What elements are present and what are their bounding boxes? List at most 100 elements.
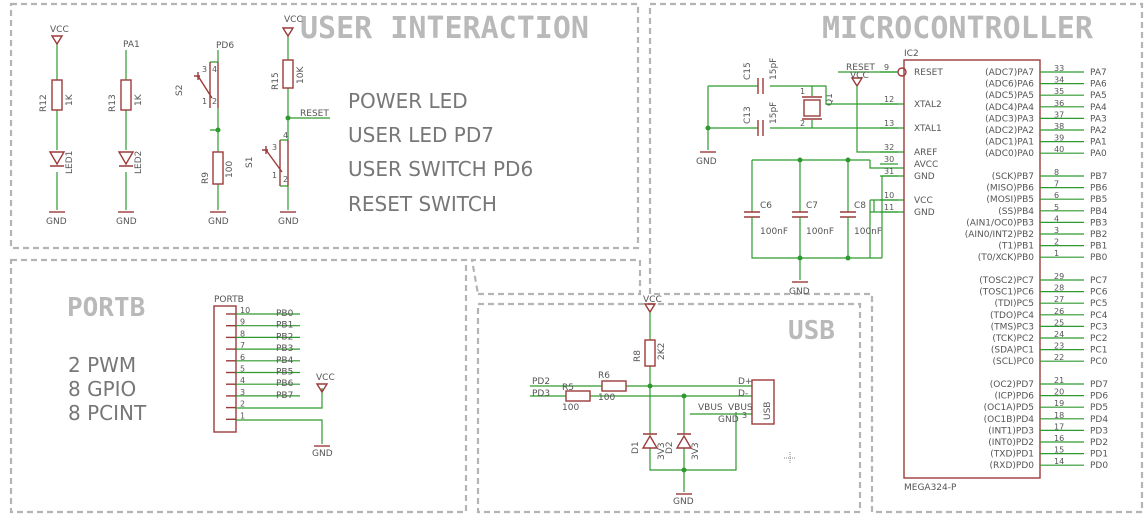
c6-value: 100nF — [760, 227, 788, 237]
d1-label: D1 — [631, 441, 641, 454]
mcu-right-pin-net: PD5 — [1090, 403, 1108, 413]
resistor-r6 — [601, 380, 627, 392]
c15-value: 15pF — [769, 58, 779, 80]
d2-label: D2 — [665, 441, 675, 454]
mcu-right-pin-label: (T0/XCK)PB0 — [978, 253, 1035, 263]
portb-notes: 2 PWM 8 GPIO 8 PCINT — [68, 353, 147, 425]
mcu-left-pin-label: VCC — [914, 196, 933, 206]
mcu-right-pin-number: 20 — [1054, 388, 1064, 397]
mcu-left-pin-label: XTAL2 — [914, 100, 942, 110]
mcu-right-pin-number: 34 — [1054, 76, 1064, 85]
portb-pin-number: 8 — [240, 329, 245, 338]
mcu-right-pin-number: 14 — [1054, 457, 1064, 466]
mcu-right-pin-label: (ADC0)PA0 — [985, 149, 1034, 159]
resistor-r12 — [51, 79, 63, 111]
mcu-right-pin-label: (SCK)PB7 — [992, 172, 1034, 182]
mcu-right-pin-number: 4 — [1054, 214, 1059, 223]
mcu-right-pin-label: (OC2)PD7 — [990, 380, 1034, 390]
mcu-right-pin-label: (ADC1)PA1 — [985, 138, 1034, 148]
portb-pin-number: 5 — [240, 365, 245, 374]
s2-pin4: 4 — [212, 65, 217, 74]
note-power-led: POWER LED — [348, 89, 468, 113]
mcu-right-pin-label: (ADC7)PA7 — [985, 68, 1034, 78]
q1-label: Q1 — [825, 93, 835, 106]
resistor-r9 — [212, 151, 224, 185]
portb-pin-number: 3 — [240, 388, 245, 397]
r9-value: 100 — [225, 161, 235, 178]
pd6-label: PD6 — [216, 41, 234, 51]
mcu-right-pin-number: 35 — [1054, 87, 1064, 96]
mcu-right-pin-net: PB2 — [1090, 230, 1107, 240]
mcu-right-pin-label: (MISO)PB6 — [986, 184, 1034, 194]
resistor-r8 — [644, 339, 656, 367]
r15-label: R15 — [271, 72, 281, 90]
mcu-right-pin-net: PD7 — [1090, 380, 1108, 390]
mcu-left-pin-number: 31 — [884, 167, 894, 176]
mcu-right-pin-net: PA2 — [1090, 126, 1107, 136]
c7-value: 100nF — [806, 227, 834, 237]
resistor-r5 — [565, 390, 591, 402]
portb-frame — [9, 258, 468, 514]
mcu-right-pin-label: (TOSC2)PC7 — [979, 276, 1034, 286]
usb-title: USB — [788, 316, 835, 346]
portb-title: PORTB — [67, 293, 145, 323]
mcu-right-pin-number: 28 — [1054, 284, 1064, 293]
mcu-left-pin-number: 12 — [884, 95, 894, 104]
r9-label: R9 — [201, 172, 211, 184]
mcu-right-pin-number: 33 — [1054, 64, 1064, 73]
gnd-label-1: GND — [46, 217, 67, 227]
mcu-right-pin-number: 3 — [1054, 226, 1059, 235]
mcu-right-pin-label: (ICP)PD6 — [995, 392, 1035, 402]
note-reset-switch: RESET SWITCH — [348, 192, 497, 216]
vcc-arrow-icon — [643, 303, 657, 314]
portb-pin-number: 9 — [240, 318, 245, 327]
portb-pin-net: PB7 — [276, 391, 293, 401]
portb-power: VCC GND — [236, 373, 335, 459]
mcu-right-pin-number: 18 — [1054, 411, 1064, 420]
mcu-right-pin-number: 29 — [1054, 272, 1064, 281]
mcu-right-pin-net: PA5 — [1090, 91, 1107, 101]
portb-header-ref: PORTB — [214, 295, 244, 305]
gnd-label-mcu-1: GND — [696, 157, 717, 167]
gnd-label-2: GND — [116, 217, 137, 227]
portb-pin-number: 1 — [240, 411, 245, 420]
d1-value: 3V3 — [657, 442, 667, 460]
mcu-right-pin-number: 6 — [1054, 191, 1059, 200]
mcu-right-pin-net: PC7 — [1090, 276, 1107, 286]
mcu-left-pin-number: 30 — [884, 155, 894, 164]
portb-pin-number: 2 — [240, 400, 245, 409]
portb-vcc-label: VCC — [316, 373, 335, 383]
note-pwm: 2 PWM — [68, 353, 136, 377]
pa1-label: PA1 — [123, 40, 140, 50]
mcu-right-pin-label: (TDI)PC5 — [994, 299, 1034, 309]
mcu-right-pin-net: PC0 — [1090, 357, 1108, 367]
mcu-right-pin-label: (INT0)PD2 — [988, 438, 1034, 448]
user-notes: POWER LED USER LED PD7 USER SWITCH PD6 R… — [348, 89, 533, 216]
mcu-left-pin-number: 32 — [884, 143, 894, 152]
portb-pin-number: 6 — [240, 353, 245, 362]
microcontroller-title: MICROCONTROLLER — [822, 11, 1094, 46]
usb-pd2-label: PD2 — [532, 377, 550, 387]
usb-vcc-label: VCC — [643, 295, 662, 305]
vcc-arrow-icon — [850, 77, 864, 88]
mcu-right-pin-number: 17 — [1054, 422, 1064, 431]
mcu-right-pin-net: PB4 — [1090, 207, 1108, 217]
mcu-right-pin-net: PC1 — [1090, 346, 1107, 356]
mcu-right-pin-net: PA1 — [1090, 138, 1107, 148]
mcu-vcc-label: VCC — [850, 71, 869, 81]
mcu-support-circuit: C15 15pF C13 15pF GND Q1 1 2 RESET VCC C… — [696, 58, 904, 297]
mcu-right-pin-label: (ADC5)PA5 — [985, 91, 1034, 101]
mcu-left-pin-label: XTAL1 — [914, 124, 942, 134]
portb-pin-net: PB6 — [276, 379, 294, 389]
mcu-right-pin-net: PD6 — [1090, 392, 1108, 402]
mcu-left-pin-number: 9 — [884, 63, 889, 72]
gnd-label-4: GND — [278, 217, 299, 227]
mcu-right-pin-label: (INT1)PD3 — [988, 426, 1034, 436]
mcu-right-pin-number: 39 — [1054, 134, 1064, 143]
gnd-label-mcu-2: GND — [789, 287, 810, 297]
led2-diode-icon — [117, 151, 135, 167]
mcu-left-pin-label: RESET — [914, 68, 943, 78]
mcu-right-pin-number: 22 — [1054, 353, 1064, 362]
r8-label: R8 — [633, 350, 643, 362]
capacitor-c7 — [792, 211, 808, 218]
